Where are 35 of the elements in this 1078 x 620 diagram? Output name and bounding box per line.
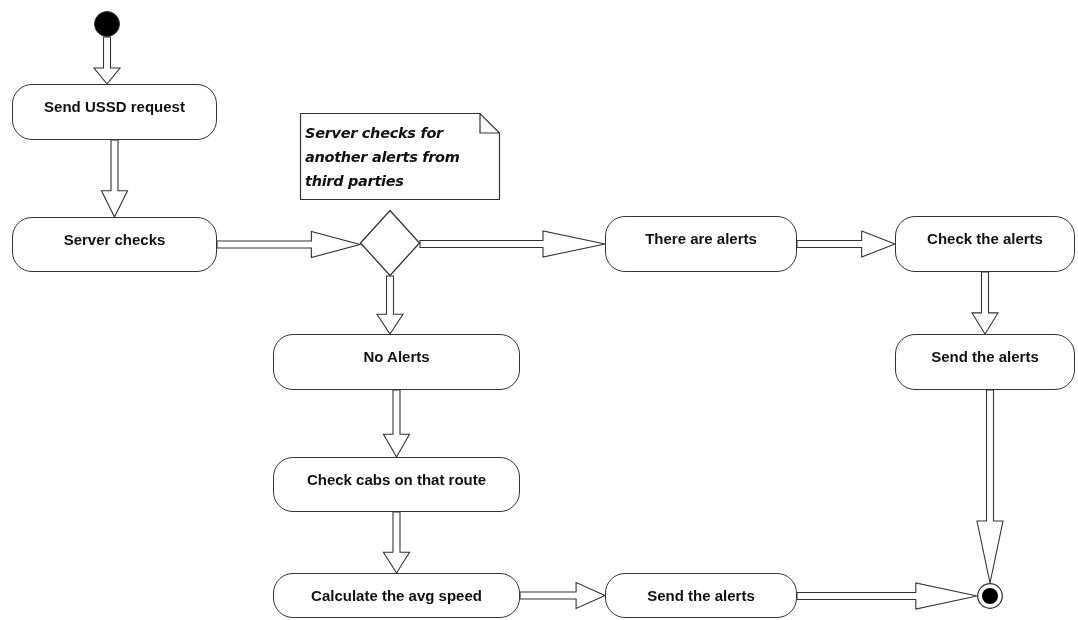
activity-box xyxy=(273,573,520,618)
activity-box xyxy=(12,217,217,272)
arrow xyxy=(971,271,999,336)
note xyxy=(300,113,500,200)
activity-label: There are alerts xyxy=(645,230,757,247)
activity-label: Send the alerts xyxy=(931,348,1039,365)
activity-box xyxy=(895,216,1075,272)
arrow xyxy=(375,275,405,335)
arrow xyxy=(519,581,607,610)
note-text: Server checks for another alerts from third parties xyxy=(305,124,461,191)
start-dot xyxy=(94,11,120,37)
arrow xyxy=(216,230,363,259)
activity-box xyxy=(273,334,520,390)
arrow xyxy=(976,389,1004,584)
activity-box xyxy=(273,457,520,512)
arrow xyxy=(382,389,411,459)
arrow xyxy=(100,139,129,219)
decision-diamond xyxy=(360,210,420,276)
arrow xyxy=(796,582,978,610)
activity-label: Calculate the avg speed xyxy=(311,587,482,604)
activity-label: Check the alerts xyxy=(927,230,1043,247)
arrow xyxy=(382,511,411,575)
activity-box xyxy=(12,84,217,140)
activity-box xyxy=(895,334,1075,390)
activity-label: Send USSD request xyxy=(44,98,185,115)
activity-label: No Alerts xyxy=(363,348,430,365)
arrow xyxy=(92,36,122,85)
activity-box xyxy=(605,573,797,618)
activity-label: Check cabs on that route xyxy=(306,471,487,488)
arrow xyxy=(796,230,897,258)
activity-label: Send the alerts xyxy=(647,587,755,604)
activity-label: Server checks xyxy=(63,231,166,248)
end-bullseye xyxy=(977,583,1003,609)
arrow xyxy=(419,230,606,258)
activity-box xyxy=(605,216,797,272)
